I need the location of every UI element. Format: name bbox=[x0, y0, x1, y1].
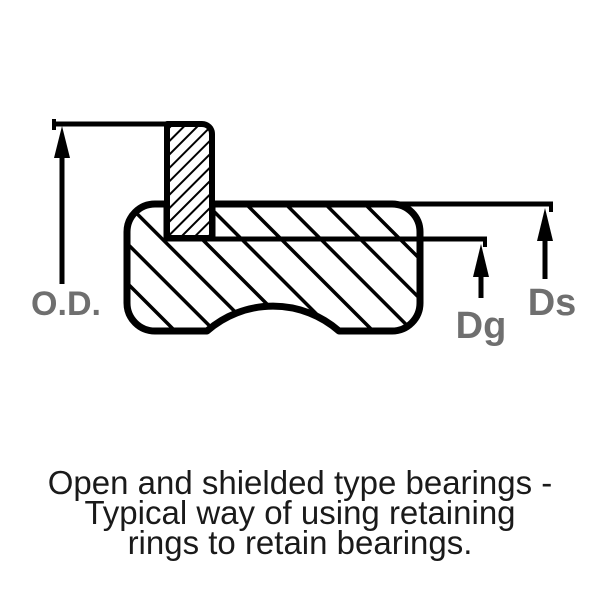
caption-line-1: Open and shielded type bearings - bbox=[47, 464, 553, 501]
od-up-arrow-icon bbox=[54, 126, 70, 284]
bearing-cross-section bbox=[123, 200, 424, 335]
bearing-diagram: O.D. Dg Ds bbox=[31, 119, 577, 347]
dg-up-arrow-icon bbox=[473, 244, 489, 298]
dg-label: Dg bbox=[456, 305, 507, 347]
caption-line-3: rings to retain bearings. bbox=[127, 524, 473, 561]
ds-dimension-line bbox=[390, 201, 553, 212]
od-label: O.D. bbox=[31, 285, 101, 323]
ds-up-arrow-icon bbox=[537, 208, 553, 279]
od-dimension-line bbox=[52, 119, 170, 130]
caption-line-2: Typical way of using retaining bbox=[84, 494, 516, 531]
ds-label: Ds bbox=[528, 282, 577, 324]
caption: Open and shielded type bearings - Typica… bbox=[0, 464, 600, 561]
retaining-ring bbox=[164, 121, 215, 241]
dg-dimension-line bbox=[212, 236, 487, 247]
